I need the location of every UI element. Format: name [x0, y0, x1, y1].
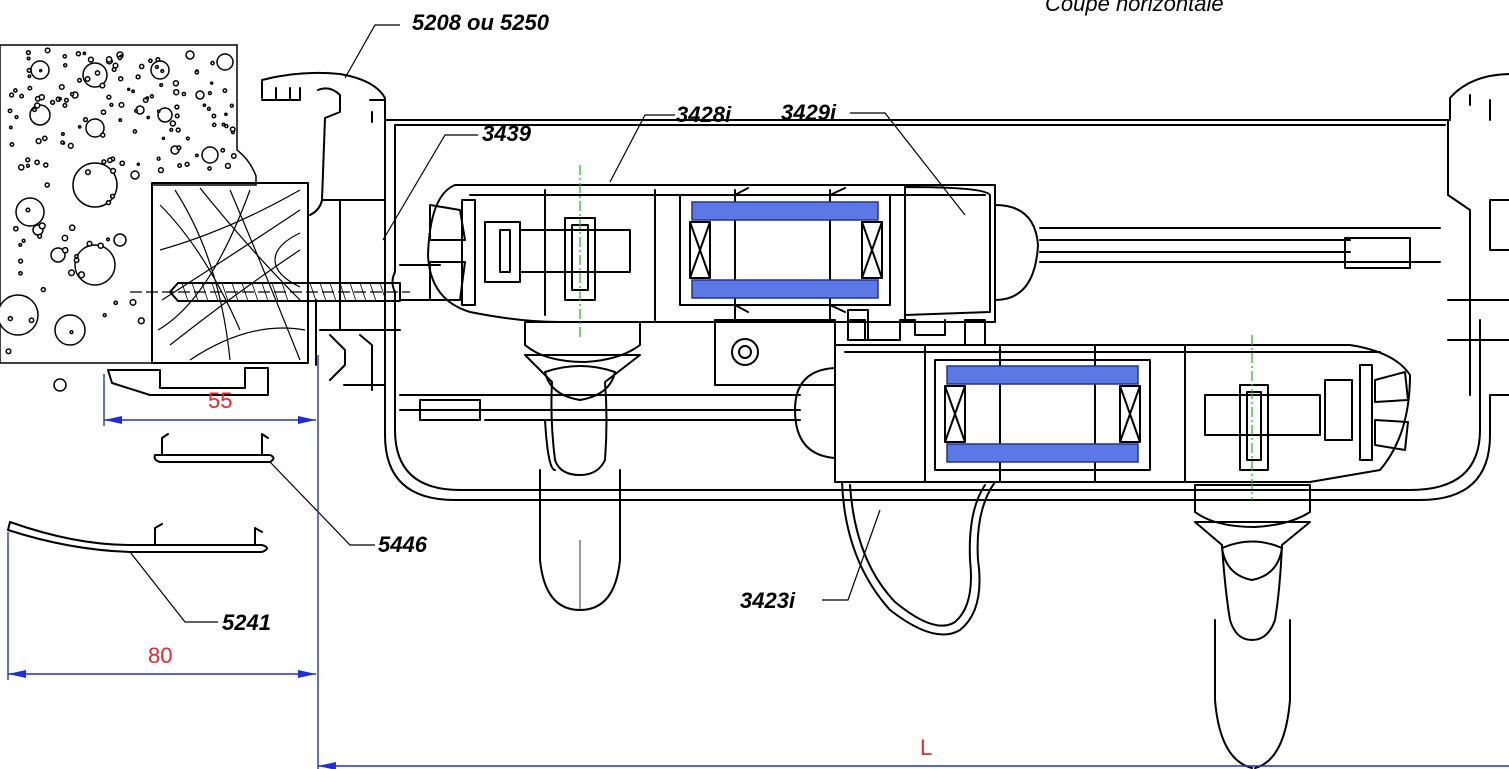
- label-3423i: 3423i: [740, 588, 796, 613]
- label-5241: 5241: [222, 610, 271, 635]
- sill-profile: [107, 367, 269, 396]
- label-3428i: 3428i: [676, 102, 732, 127]
- wood-block: [151, 182, 309, 364]
- wall-aggregate: [0, 47, 237, 392]
- leader-lines: [129, 24, 966, 623]
- label-3429i: 3429i: [781, 100, 837, 125]
- profile-5241: [7, 521, 268, 553]
- dimension-55-label: 55: [208, 388, 232, 413]
- dimension-80-label: 80: [148, 643, 172, 668]
- dimension-55: 55: [103, 374, 316, 426]
- dimension-L: L: [317, 355, 1509, 769]
- drawing-title: Coupe horizontale: [1045, 0, 1224, 16]
- masonry-wall: [0, 44, 257, 392]
- label-3439: 3439: [482, 121, 532, 146]
- dimension-80: 80: [7, 532, 316, 680]
- sash-right: [794, 335, 1411, 769]
- sash-left: [427, 165, 1039, 611]
- frame-profile: [261, 71, 1509, 501]
- dimension-L-label: L: [920, 735, 932, 760]
- profile-5446: [153, 433, 275, 463]
- label-5446: 5446: [378, 532, 428, 557]
- fixing-screw: [130, 282, 410, 302]
- label-frame: 5208 ou 5250: [412, 10, 550, 35]
